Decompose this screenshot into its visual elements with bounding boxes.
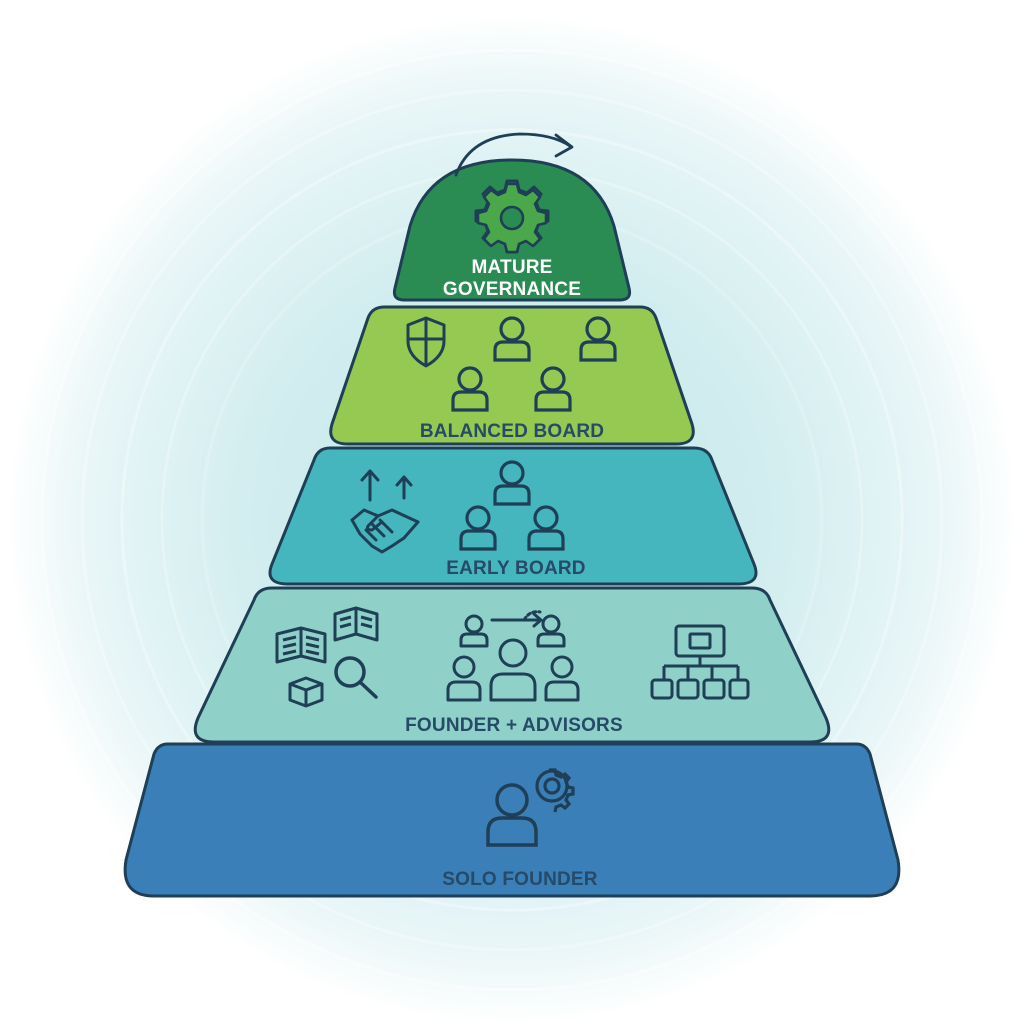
book-icon [275,626,327,664]
tier-balanced-label: BALANCED BOARD [420,421,604,442]
book-icon [333,606,379,642]
tier-solo-label: SOLO FOUNDER [442,869,598,890]
person-icon [534,366,572,412]
org-chart-icon [650,624,750,700]
tier-solo-founder: SOLO FOUNDER [123,742,901,898]
boxes-icon [288,676,324,708]
tier-solo-shape [123,742,901,898]
team-transfer-icon [446,610,580,702]
handshake-icon [350,508,420,554]
tier-early-shape [268,446,758,586]
tier-advisors-label: FOUNDER + ADVISORS [405,715,623,736]
tier-balanced-board: BALANCED BOARD [329,305,695,446]
tier-mature-label-line1: MATURE [471,257,552,278]
person-icon [486,783,538,847]
gear-icon [474,179,550,254]
gear-icon [535,768,575,813]
person-icon [451,366,489,412]
person-icon [493,316,531,362]
person-icon [527,505,565,551]
person-icon [459,505,497,551]
person-icon [493,460,531,506]
curved-arrow-icon [454,132,574,177]
magnifier-icon [334,656,378,699]
tier-mature-label-line2: GOVERNANCE [443,279,581,300]
up-arrows-icon [360,469,413,502]
tier-early-board: EARLY BOARD [268,446,758,586]
shield-icon [406,316,446,368]
tier-early-label: EARLY BOARD [446,558,585,579]
person-icon [579,316,617,362]
tier-founder-advisors: FOUNDER + ADVISORS [193,586,831,744]
tier-mature-governance: MATURE GOVERNANCE [392,132,632,302]
